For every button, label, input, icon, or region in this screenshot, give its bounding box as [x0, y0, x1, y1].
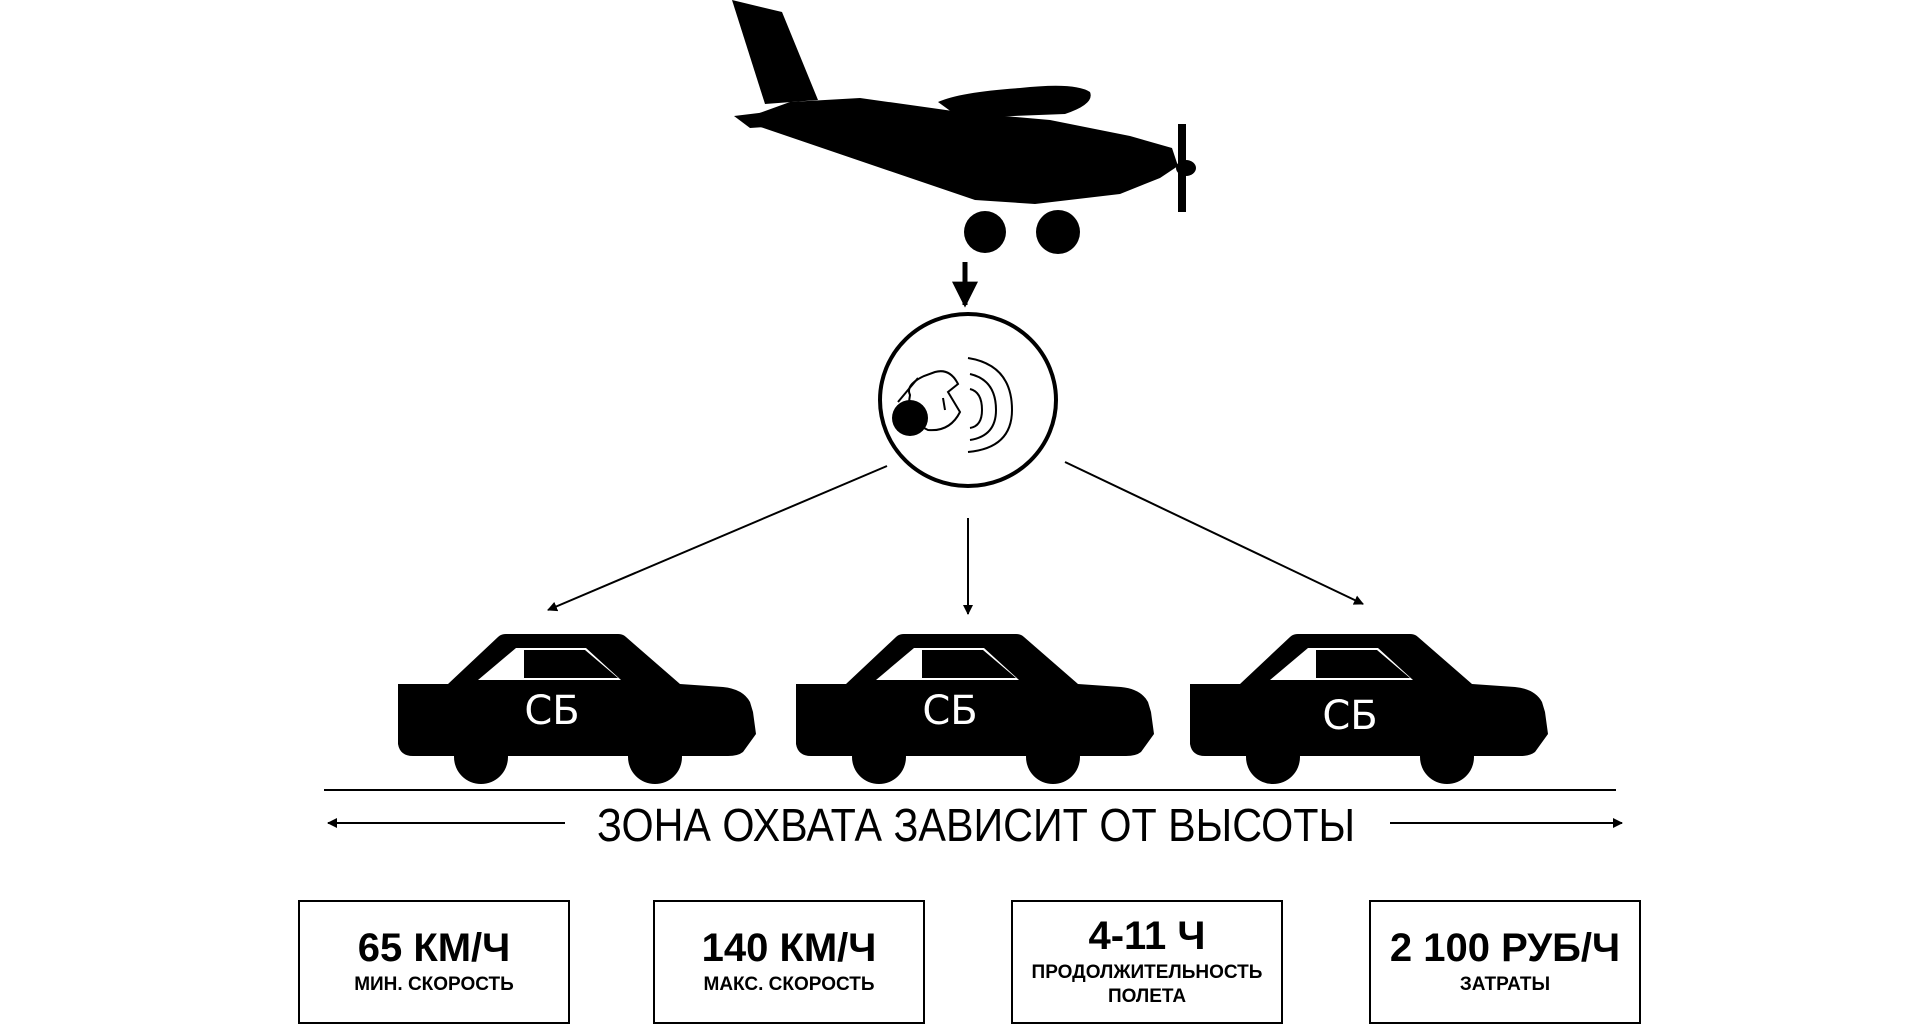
stat-label: МАКС. СКОРОСТЬ	[703, 974, 875, 996]
stat-label: ПРОДОЛЖИТЕЛЬНОСТЬ ПОЛЕТА	[1031, 962, 1263, 1007]
stat-value: 4-11 Ч	[1088, 914, 1206, 959]
stat-max-speed: 140 КМ/Ч МАКС. СКОРОСТЬ	[653, 900, 925, 1024]
coverage-caption: ЗОНА ОХВАТА ЗАВИСИТ ОТ ВЫСОТЫ	[597, 799, 1355, 851]
stat-label: ЗАТРАТЫ	[1459, 974, 1551, 996]
car-label: СБ	[922, 688, 977, 734]
camera-pod-icon	[878, 312, 1058, 488]
car-icon: СБ	[1190, 634, 1548, 784]
coverage-arrow-left	[547, 465, 888, 612]
stat-label: МИН. СКОРОСТЬ	[354, 974, 514, 996]
coverage-arrow-right	[1064, 461, 1364, 605]
stat-cost: 2 100 РУБ/Ч ЗАТРАТЫ	[1369, 900, 1641, 1024]
car-icon: СБ	[796, 634, 1154, 784]
car-label: СБ	[524, 688, 579, 734]
car-icon: СБ	[398, 634, 756, 784]
stat-value: 140 КМ/Ч	[701, 926, 877, 971]
airplane-icon	[732, 0, 1196, 254]
stat-value: 2 100 РУБ/Ч	[1389, 926, 1621, 971]
stat-flight-duration: 4-11 Ч ПРОДОЛЖИТЕЛЬНОСТЬ ПОЛЕТА	[1011, 900, 1283, 1024]
stat-min-speed: 65 КМ/Ч МИН. СКОРОСТЬ	[298, 900, 570, 1024]
car-label: СБ	[1322, 693, 1377, 739]
stat-value: 65 КМ/Ч	[357, 926, 511, 971]
